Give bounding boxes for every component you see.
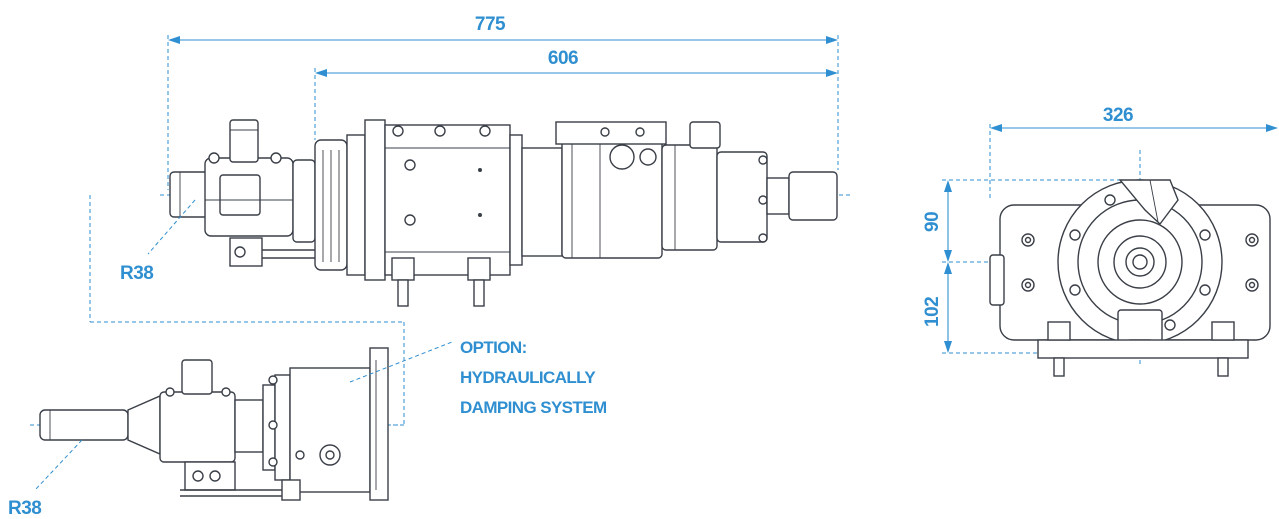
r38-leader-bottom: [34, 439, 83, 491]
option-note-line3: DAMPING SYSTEM: [460, 398, 607, 417]
pump-end-view: [989, 150, 1271, 377]
dimension-end-width: 326: [989, 105, 1278, 200]
dimension-body-length: 606: [314, 48, 838, 140]
r38-label-top: R38: [120, 263, 153, 284]
dimension-775-label: 775: [475, 14, 506, 35]
dimension-606-label: 606: [548, 48, 578, 69]
option-callout-frame: [89, 195, 405, 426]
r38-label-bottom: R38: [8, 498, 41, 519]
pump-top-view: [169, 119, 838, 307]
dimension-overall-length: 775: [167, 14, 839, 190]
option-note-line2: HYDRAULICALLY: [460, 368, 596, 387]
r38-leader-top: [147, 199, 196, 255]
option-note-leader: [349, 341, 453, 383]
dimension-102-label: 102: [922, 297, 943, 327]
pump-option-view: [30, 347, 400, 501]
option-note-line1: OPTION:: [460, 338, 527, 357]
dimension-326-label: 326: [1103, 105, 1133, 126]
dimension-90-label: 90: [922, 212, 943, 232]
